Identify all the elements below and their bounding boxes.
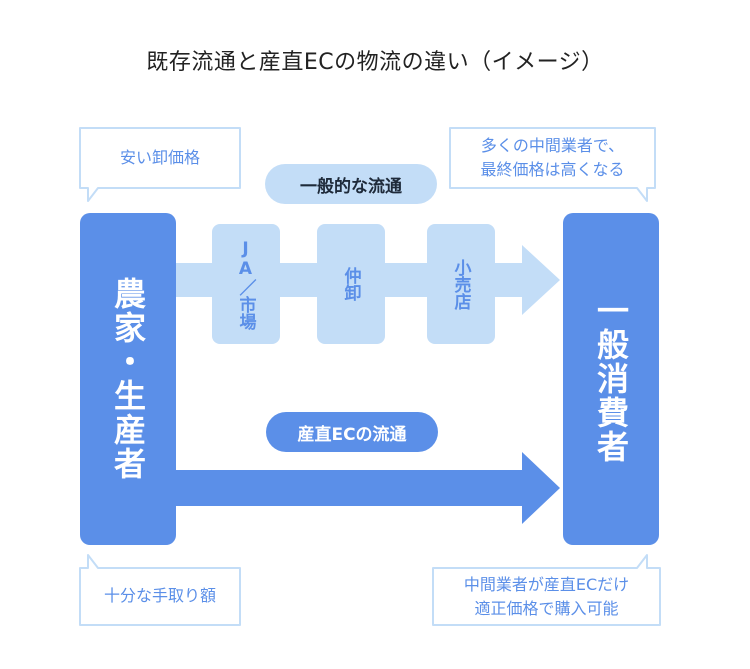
ec-flow-arrow bbox=[176, 452, 560, 524]
callout-text-producer-existing: 安い卸価格 bbox=[80, 146, 240, 170]
callout-text-producer-ec: 十分な手取り額 bbox=[80, 584, 240, 608]
consumer-box: 一般消費者 bbox=[563, 213, 659, 545]
callout-bubble-producer-ec bbox=[79, 554, 241, 626]
producer-box: 農家・生産者 bbox=[80, 213, 176, 545]
callout-bubble-consumer-existing bbox=[449, 127, 656, 202]
callout-line: 多くの中間業者で、 bbox=[480, 136, 625, 155]
callout-line: 適正価格で購入可能 bbox=[474, 599, 619, 618]
callout-line: 十分な手取り額 bbox=[103, 586, 216, 605]
ec-flow-label: 産直ECの流通 bbox=[266, 412, 438, 452]
intermediary-box-retailer: 小売店 bbox=[427, 224, 495, 344]
existing-flow-label: 一般的な流通 bbox=[265, 164, 437, 204]
callout-line: 中間業者が産直ECだけ bbox=[463, 575, 630, 594]
diagram-title: 既存流通と産直ECの物流の違い（イメージ） bbox=[146, 50, 604, 75]
callout-line: 安い卸価格 bbox=[119, 148, 200, 167]
callout-bubble-producer-existing bbox=[79, 127, 241, 202]
callout-line: 最終価格は高くなる bbox=[480, 160, 625, 179]
callout-text-consumer-ec: 中間業者が産直ECだけ 適正価格で購入可能 bbox=[433, 573, 660, 621]
callout-bubble-consumer-ec bbox=[432, 554, 661, 626]
intermediary-box-market: JA／市場 bbox=[212, 224, 280, 344]
intermediary-box-wholesaler: 仲卸 bbox=[317, 224, 385, 344]
callout-text-consumer-existing: 多くの中間業者で、 最終価格は高くなる bbox=[450, 134, 655, 182]
